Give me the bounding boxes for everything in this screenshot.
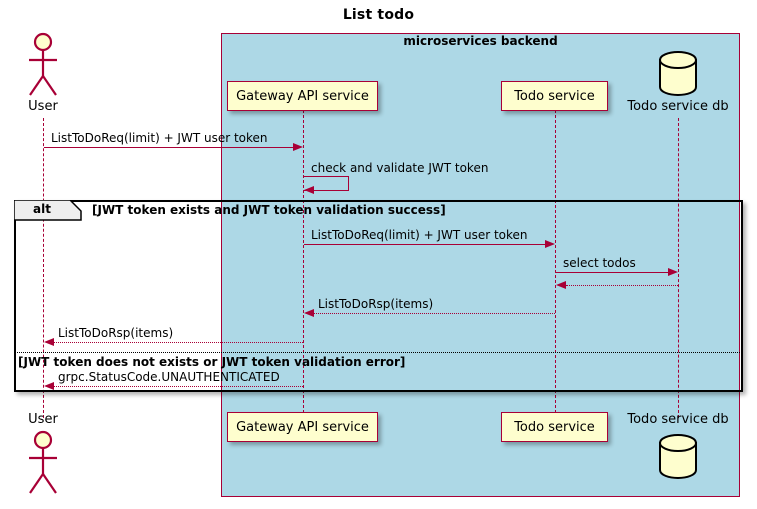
message-label-7: ListToDoRsp(items)	[58, 326, 174, 340]
actor-user-label-bottom: User	[28, 412, 58, 427]
page-title: List todo	[342, 7, 415, 23]
message-arrowhead-3	[545, 240, 555, 248]
alt-else-divider	[15, 352, 742, 353]
lifeline-db	[678, 118, 679, 418]
message-line-1	[44, 147, 294, 148]
lifeline-user	[43, 118, 44, 418]
message-line-5	[566, 285, 678, 286]
alt-branch-condition-2: [JWT token does not exists or JWT token …	[18, 355, 406, 369]
participant-gateway-label-top: Gateway API service	[236, 88, 369, 104]
actor-user-figure-bottom	[29, 430, 57, 494]
database-label-bottom: Todo service db	[627, 412, 729, 427]
message-line-6	[314, 313, 555, 314]
message-self-loop-2	[304, 176, 349, 191]
alt-tab-shape	[14, 200, 82, 221]
participant-gateway-api-service-bottom[interactable]: Gateway API service	[227, 412, 378, 442]
message-label-3: ListToDoReq(limit) + JWT user token	[311, 228, 528, 242]
database-icon-bottom	[659, 434, 697, 480]
message-label-4: select todos	[563, 256, 636, 270]
message-arrowhead-1	[293, 143, 303, 151]
database-icon-top	[659, 51, 697, 97]
message-arrowhead-8	[44, 382, 54, 390]
message-arrowhead-4	[668, 268, 678, 276]
message-arrowhead-7	[44, 338, 54, 346]
message-arrowhead-2	[304, 186, 314, 194]
message-label-1: ListToDoReq(limit) + JWT user token	[51, 131, 268, 145]
participant-gateway-label-bottom: Gateway API service	[236, 419, 369, 435]
message-arrowhead-5	[556, 281, 566, 289]
message-line-4	[556, 272, 669, 273]
database-label-top: Todo service db	[627, 99, 729, 114]
message-arrowhead-6	[304, 309, 314, 317]
message-label-2: check and validate JWT token	[311, 161, 489, 175]
actor-user-figure-top	[29, 32, 57, 96]
message-line-7	[54, 342, 303, 343]
message-label-6: ListToDoRsp(items)	[318, 297, 434, 311]
group-label: microservices backend	[403, 34, 558, 48]
alt-operator-label: alt	[33, 202, 51, 216]
message-label-8: grpc.StatusCode.UNAUTHENTICATED	[58, 370, 280, 384]
participant-todo-service-bottom[interactable]: Todo service	[501, 412, 608, 442]
participant-todo-service-top[interactable]: Todo service	[501, 81, 608, 111]
alt-branch-condition-1: [JWT token exists and JWT token validati…	[92, 203, 446, 217]
actor-user-label-top: User	[28, 99, 58, 114]
participant-todo-label-bottom: Todo service	[514, 419, 595, 435]
lifeline-todo	[555, 110, 556, 418]
message-line-3	[304, 244, 546, 245]
alt-fragment-box	[14, 200, 743, 392]
participant-todo-label-top: Todo service	[514, 88, 595, 104]
lifeline-gateway	[303, 110, 304, 418]
participant-gateway-api-service-top[interactable]: Gateway API service	[227, 81, 378, 111]
message-line-8	[54, 386, 303, 387]
